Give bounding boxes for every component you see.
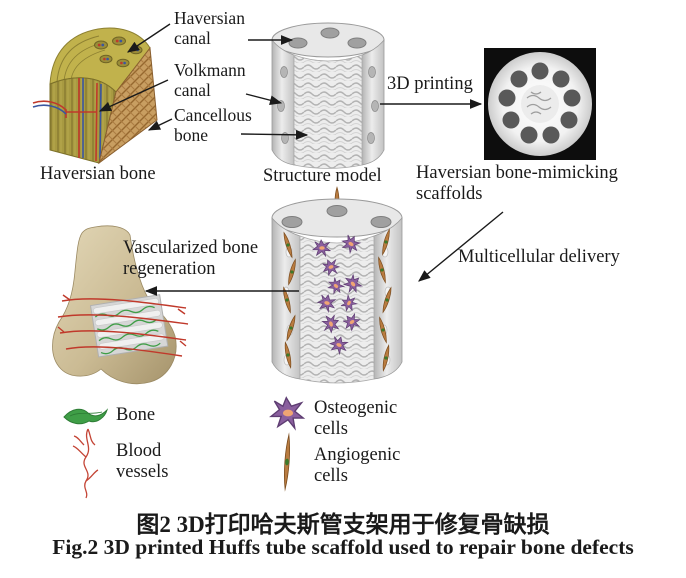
figure-caption-zh: 图2 3D打印哈夫斯管支架用于修复骨缺损 [136, 512, 550, 537]
arrow-volkmann-to-model [245, 93, 283, 105]
femur-implant-illustration [52, 225, 189, 385]
haversian-bone-caption: Haversian bone [40, 164, 156, 184]
patch-blood-vessels [57, 294, 189, 357]
haversian-canal-label: Haversian canal [174, 8, 245, 48]
figure-caption-en: Fig.2 3D printed Huffs tube scaffold use… [52, 535, 634, 559]
multicellular-delivery-label: Multicellular delivery [458, 247, 620, 267]
blood-vessels-icon [72, 428, 99, 499]
arrow-cancellous-to-bone [147, 118, 173, 131]
arrow-multicellular-delivery [418, 211, 504, 282]
annotation-arrows [98, 23, 504, 296]
legend-osteogenic-label: Osteogenic cells [314, 398, 398, 439]
vascularized-regeneration-label: Vascularized bone regeneration [123, 238, 259, 279]
3d-printing-label: 3D printing [387, 74, 473, 94]
osteogenic-cells-icon [270, 396, 305, 430]
structure-model-illustration [271, 22, 385, 169]
bone-icon [63, 408, 109, 425]
legend-icons [63, 396, 305, 499]
legend-angiogenic-label: Angiogenic cells [314, 445, 401, 486]
volkmann-canal-label: Volkmann canal [174, 60, 246, 100]
arrow-cancellous-to-model [240, 129, 309, 140]
structure-model-caption: Structure model [263, 166, 382, 186]
legend-bone-label: Bone [116, 405, 156, 425]
cell-seeded-scaffold-illustration [271, 186, 403, 384]
scaffolds-caption: Haversian bone-mimicking scaffolds [416, 163, 618, 204]
haversian-bone-illustration [32, 27, 158, 165]
arrow-haversian-to-bone [126, 23, 171, 53]
legend-blood-vessels-label: Blood vessels [116, 441, 169, 482]
cancellous-bone-label: Cancellous bone [174, 105, 252, 145]
angiogenic-cells-icon [281, 433, 293, 491]
figure-artwork [32, 22, 596, 499]
printed-scaffold-photo [484, 48, 596, 160]
arrow-volkmann-to-bone [98, 79, 169, 112]
